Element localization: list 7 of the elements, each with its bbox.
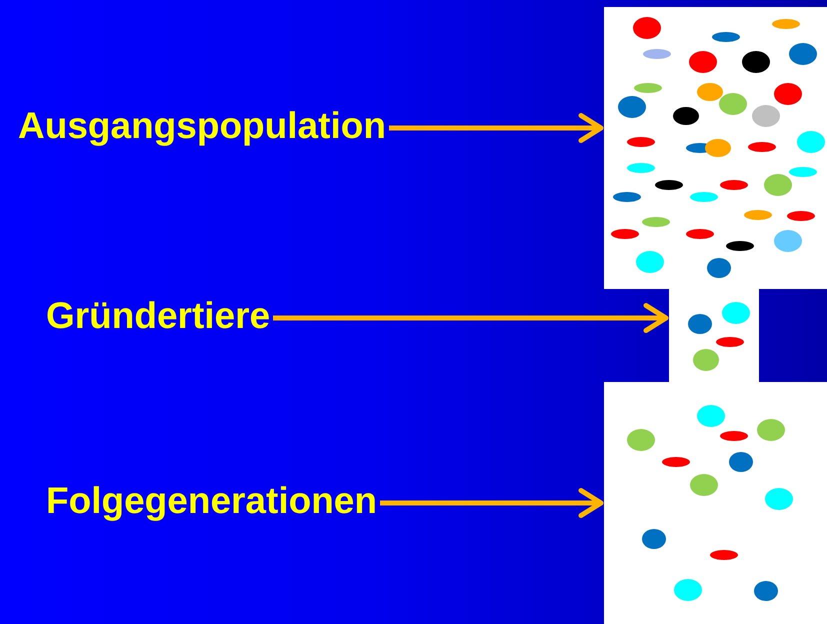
arrow <box>389 113 604 143</box>
population-area <box>604 382 827 624</box>
arrow <box>273 303 668 333</box>
population-label: Ausgangspopulation <box>18 104 386 148</box>
population-label: Gründertiere <box>46 294 270 338</box>
arrow <box>380 488 604 518</box>
population-label: Folgegenerationen <box>46 479 377 523</box>
